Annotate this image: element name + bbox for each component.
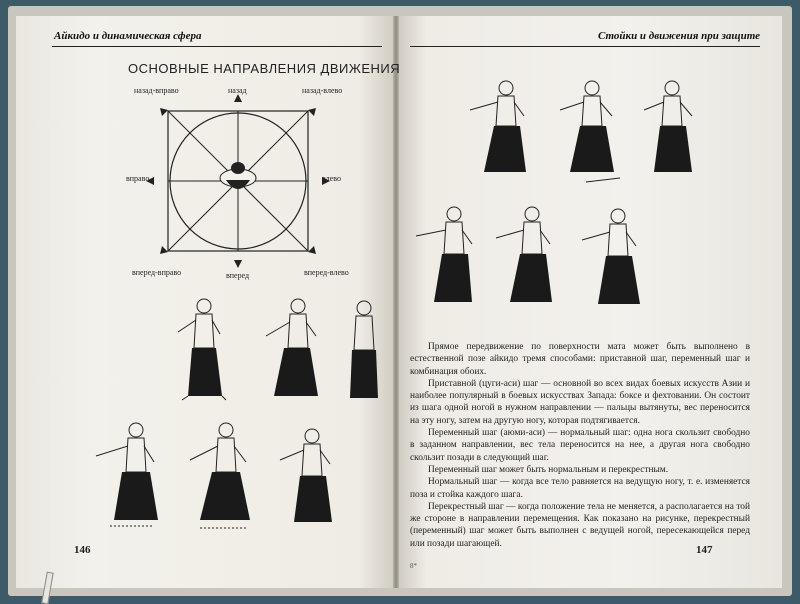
stance-figure	[469, 80, 526, 172]
paragraph: Прямое передвижение по поверхности мата …	[410, 342, 750, 377]
label-back-left: назад-влево	[302, 86, 343, 95]
body-text: Прямое передвижение по поверхности мата …	[410, 341, 750, 550]
right-running-head: Стойки и движения при защите	[597, 30, 760, 42]
direction-arrows	[146, 94, 330, 268]
right-page-number: 147	[696, 544, 713, 556]
paragraph: Нормальный шаг — когда все тело равняетс…	[410, 477, 750, 500]
open-book: Айкидо и динамическая сфера ОСНОВНЫЕ НАП…	[8, 6, 792, 604]
stance-figure	[279, 428, 332, 522]
paragraph: Приставной (цуги-аси) шаг — основной во …	[410, 378, 750, 426]
label-left: влево	[322, 174, 341, 183]
left-running-head: Айкидо и динамическая сфера	[54, 30, 202, 42]
stance-figure	[95, 422, 158, 527]
stance-figure	[495, 206, 552, 302]
stance-figure	[415, 206, 473, 302]
label-forward: вперед	[226, 271, 250, 280]
directions-diagram	[167, 110, 309, 252]
stance-figure	[177, 298, 227, 401]
paragraph: Переменный шаг (аюми-аси) — нормальный ш…	[410, 428, 750, 463]
label-forward-left: вперед-влево	[304, 268, 349, 277]
label-back: назад	[228, 86, 247, 95]
label-forward-right: вперед-вправо	[132, 268, 182, 277]
book-spine	[393, 16, 399, 588]
paragraph: Перекрестный шаг — когда положение тела …	[410, 501, 750, 549]
right-header-rule	[410, 46, 760, 47]
label-right: вправо	[126, 174, 150, 183]
paragraph: Переменный шаг может быть нормальным и п…	[428, 464, 669, 475]
stance-figure	[189, 422, 250, 529]
stance-figure	[350, 300, 378, 398]
stance-figure	[559, 80, 621, 183]
signature-mark: 8*	[410, 562, 417, 570]
left-page-number: 146	[74, 544, 91, 556]
label-back-right: назад-вправо	[134, 86, 179, 95]
stance-figure	[265, 298, 318, 396]
stance-figure	[581, 208, 640, 304]
left-header-rule	[52, 46, 382, 47]
stance-figure	[643, 80, 693, 172]
diagram-title: ОСНОВНЫЕ НАПРАВЛЕНИЯ ДВИЖЕНИЯ	[128, 61, 401, 76]
